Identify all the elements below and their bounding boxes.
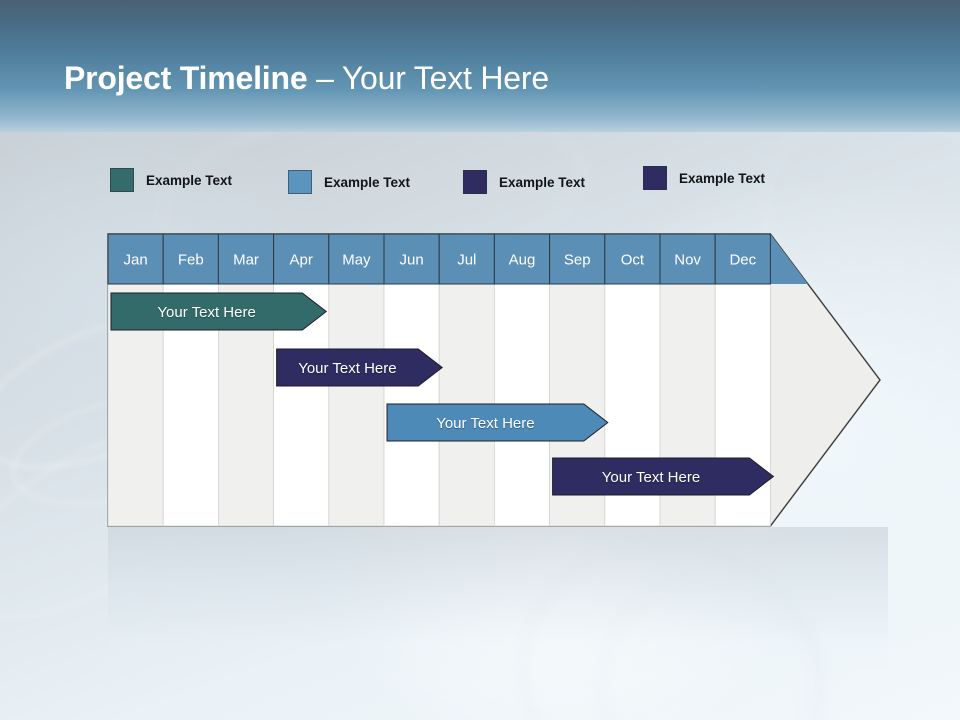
month-header-label-jun: Jun: [400, 252, 424, 269]
month-header-cell-dec[interactable]: [714, 233, 771, 285]
timeline-bar-label-3: Your Text Here: [436, 415, 534, 432]
timeline-bar-4[interactable]: [552, 457, 775, 496]
timeline-bar-2[interactable]: [276, 348, 444, 387]
timeline-bar-label-2: Your Text Here: [298, 360, 396, 377]
month-header-cell-sep[interactable]: [549, 233, 606, 285]
month-header-label-jan: Jan: [124, 252, 148, 269]
legend-item-2[interactable]: Example Text: [288, 170, 410, 194]
page-title: Project Timeline – Your Text Here: [64, 60, 549, 97]
header-arrow-wedge: [770, 234, 808, 284]
legend-item-1[interactable]: Example Text: [110, 168, 232, 192]
chart-header-layer: Jan Feb Mar Apr May Jun Jul Aug Sep Oct Nov Dec: [107, 233, 808, 285]
title-banner: [0, 0, 960, 132]
decorative-wisp: [492, 512, 852, 720]
legend-swatch-3: [463, 170, 487, 194]
month-header-cell-feb[interactable]: [162, 233, 219, 285]
month-header-label-nov: Nov: [674, 252, 701, 269]
timeline-bar-1[interactable]: [110, 292, 328, 331]
page-title-bold: Project Timeline: [64, 60, 308, 96]
month-header-cell-nov[interactable]: [659, 233, 716, 285]
legend-label-4: Example Text: [679, 170, 766, 186]
month-header-label-apr: Apr: [290, 252, 313, 269]
legend-label-3: Example Text: [499, 174, 586, 190]
legend-item-3[interactable]: Example Text: [463, 170, 585, 194]
month-header-cell-aug[interactable]: [493, 233, 551, 285]
month-header-cell-oct[interactable]: [604, 233, 661, 285]
month-header-label-mar: Mar: [233, 252, 259, 269]
legend-swatch-1: [110, 168, 134, 192]
page-title-light: Your Text Here: [341, 60, 549, 96]
month-header-label-may: May: [342, 252, 371, 269]
month-header-cell-may[interactable]: [328, 233, 385, 285]
month-header-label-aug: Aug: [509, 252, 536, 269]
legend-item-4[interactable]: Example Text: [643, 166, 765, 190]
page-title-separator: –: [307, 60, 342, 96]
legend-swatch-4: [643, 166, 667, 190]
month-header-cell-apr[interactable]: [273, 233, 330, 285]
timeline-bar-label-4: Your Text Here: [602, 469, 700, 486]
month-header-label-oct: Oct: [621, 252, 645, 269]
month-header-label-feb: Feb: [178, 252, 204, 269]
decorative-wisp: [586, 566, 828, 720]
month-header-cell-jan[interactable]: [107, 233, 164, 285]
timeline-bar-label-1: Your Text Here: [157, 304, 255, 321]
month-header-label-jul: Jul: [457, 252, 476, 269]
timeline-arrow-graphic: Jan Feb Mar Apr May Jun Jul Aug Sep Oct Nov Dec You…: [107, 233, 881, 527]
legend-swatch-2: [288, 170, 312, 194]
month-header-cell-jul[interactable]: [438, 233, 495, 285]
legend-label-2: Example Text: [324, 174, 411, 190]
timeline-bar-3[interactable]: [386, 403, 609, 442]
legend-label-1: Example Text: [146, 172, 233, 188]
timeline-chart[interactable]: Jan Feb Mar Apr May Jun Jul Aug Sep Oct Nov Dec You…: [107, 233, 888, 527]
month-header-label-dec: Dec: [729, 252, 756, 269]
month-header-label-sep: Sep: [564, 252, 591, 269]
month-header-cell-jun[interactable]: [383, 233, 440, 285]
chart-reflection-fade: [108, 527, 888, 677]
month-column-may: [328, 283, 385, 527]
